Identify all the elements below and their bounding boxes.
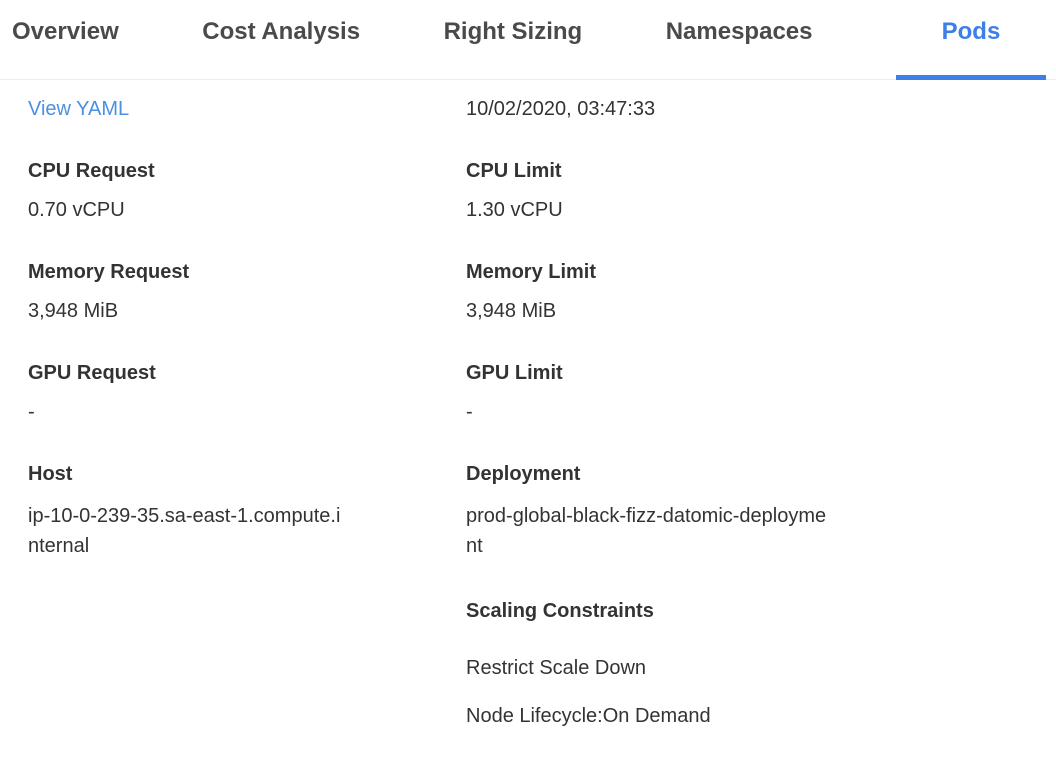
field-label: Host <box>28 463 73 485</box>
deployment-link[interactable]: prod-global-black-fizz-datomic-deploymen… <box>466 505 827 557</box>
tab-cost-analysis[interactable]: Cost Analysis <box>202 18 361 45</box>
scaling-constraints-label: Scaling Constraints <box>466 600 654 622</box>
field-deployment: Deployment prod-global-black-fizz-datomi… <box>466 462 1056 561</box>
field-label: Deployment <box>466 463 581 485</box>
field-label: CPU Limit <box>466 160 562 182</box>
field-memory-limit: Memory Limit 3,948 MiB <box>466 260 1056 323</box>
field-value: 1.30 vCPU <box>466 199 563 221</box>
field-value: 3,948 MiB <box>28 300 119 322</box>
field-value: - <box>28 401 35 423</box>
scaling-constraints-section: Scaling Constraints Restrict Scale Down … <box>466 599 1056 728</box>
field-label: GPU Limit <box>466 362 563 384</box>
pod-details-panel: View YAML CPU Request 0.70 vCPU Memory R… <box>0 80 1056 758</box>
field-label: GPU Request <box>28 362 156 384</box>
field-value: - <box>466 401 473 423</box>
field-label: CPU Request <box>28 160 155 182</box>
details-right-column: 10/02/2020, 03:47:33 CPU Limit 1.30 vCPU… <box>466 97 1056 758</box>
view-yaml-link[interactable]: View YAML <box>28 98 130 120</box>
details-left-column: View YAML CPU Request 0.70 vCPU Memory R… <box>28 97 466 758</box>
field-value: 0.70 vCPU <box>28 199 125 221</box>
tab-overview[interactable]: Overview <box>12 18 119 45</box>
field-host: Host ip-10-0-239-35.sa-east-1.compute.in… <box>28 462 466 561</box>
field-label: Memory Request <box>28 261 190 283</box>
tab-bar: Overview Cost Analysis Right Sizing Name… <box>0 0 1056 80</box>
field-gpu-request: GPU Request - <box>28 361 466 424</box>
tab-pods[interactable]: Pods <box>895 18 1046 80</box>
constraint-node-lifecycle: Node Lifecycle:On Demand <box>466 705 711 727</box>
field-value: 3,948 MiB <box>466 300 557 322</box>
field-label: Memory Limit <box>466 261 597 283</box>
field-cpu-limit: CPU Limit 1.30 vCPU <box>466 159 1056 222</box>
created-timestamp: 10/02/2020, 03:47:33 <box>466 98 656 120</box>
constraint-restrict-scale-down: Restrict Scale Down <box>466 657 647 679</box>
field-gpu-limit: GPU Limit - <box>466 361 1056 424</box>
tab-right-sizing[interactable]: Right Sizing <box>443 18 583 45</box>
tab-namespaces[interactable]: Namespaces <box>665 18 813 45</box>
field-memory-request: Memory Request 3,948 MiB <box>28 260 466 323</box>
field-cpu-request: CPU Request 0.70 vCPU <box>28 159 466 222</box>
host-link[interactable]: ip-10-0-239-35.sa-east-1.compute.interna… <box>28 505 341 557</box>
